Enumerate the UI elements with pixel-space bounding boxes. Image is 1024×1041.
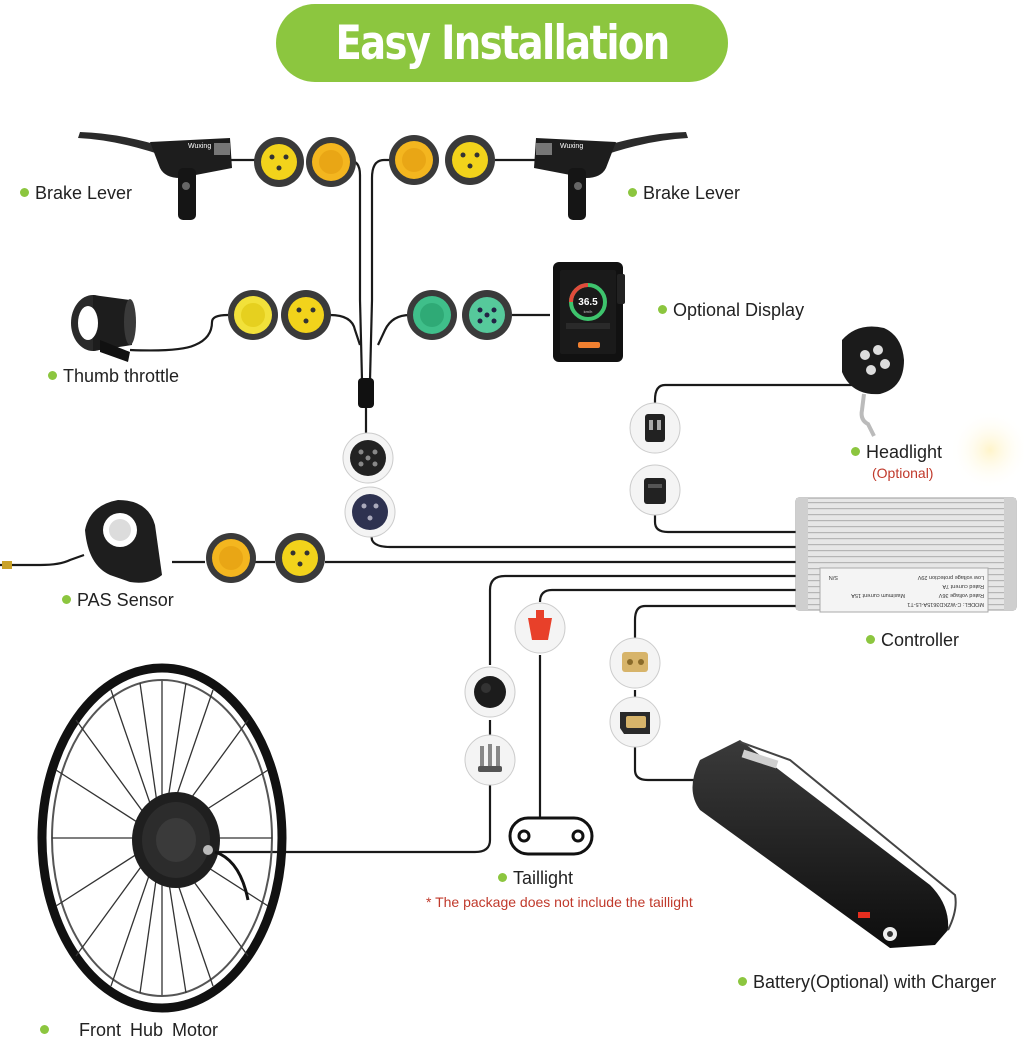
display-speed-unit: km/h	[584, 309, 593, 314]
controller-plate-current: Rated current 7A	[942, 583, 984, 589]
label-headlight: Headlight	[851, 442, 942, 463]
bullet-dot	[738, 976, 747, 986]
battery-illustration	[692, 740, 957, 948]
throttle-connector-male	[281, 290, 331, 340]
lcd-display-illustration: 36.5 km/h	[553, 262, 625, 362]
harness-connector-male	[342, 432, 394, 484]
label-text: PAS Sensor	[77, 590, 174, 610]
pas-connector-male	[275, 533, 325, 583]
bullet-dot	[20, 187, 29, 197]
label-text: Front Hub Motor	[79, 1020, 219, 1040]
display-connector-female	[407, 290, 457, 340]
label-text: Headlight	[866, 442, 943, 462]
controller-plate-voltage: Rated voltage 36V	[938, 592, 984, 598]
bullet-dot	[48, 370, 57, 380]
label-brake-lever-right: Brake Lever	[628, 183, 740, 204]
label-text: Battery(Optional) with Charger	[753, 972, 997, 992]
bullet-dot	[866, 634, 875, 644]
headlight-glow	[950, 410, 1024, 490]
controller-illustration: MODEL: C-WZKD3615A-L5-T1 Rated voltage 3…	[795, 497, 1017, 613]
wires	[0, 158, 858, 854]
harness-junction	[358, 378, 374, 408]
svg-text:Wuxing: Wuxing	[188, 143, 211, 150]
brake-left-connector-female	[306, 137, 356, 187]
display-speed-value: 36.5	[578, 297, 598, 308]
bullet-dot	[851, 446, 860, 456]
front-hub-motor-wheel	[37, 663, 287, 1013]
label-taillight: Taillight	[498, 868, 573, 889]
brake-right-connector-male	[445, 135, 495, 185]
display-connector-male	[462, 290, 512, 340]
controller-plate-max-current: Maximum current 15A	[851, 592, 905, 598]
headlight-illustration	[842, 326, 904, 437]
label-text: Optional Display	[673, 300, 805, 320]
page-title: Easy Installation	[335, 16, 670, 71]
battery-plug-male	[609, 637, 661, 689]
bullet-dot	[658, 304, 667, 314]
bullet-dot	[498, 872, 507, 882]
brake-right-connector-female	[389, 135, 439, 185]
brake-lever-right-illustration: Wuxing	[534, 132, 688, 220]
label-text: Brake Lever	[35, 183, 133, 203]
motor-plug-male	[464, 734, 516, 786]
label-headlight-optional: (Optional)	[872, 465, 934, 481]
pas-connector-female	[206, 533, 256, 583]
bullet-dot	[62, 594, 71, 604]
pas-sensor-illustration	[2, 500, 162, 583]
bullet-dot	[628, 187, 637, 197]
label-brake-lever-left: Brake Lever	[20, 183, 132, 204]
bullet-dot	[40, 1024, 49, 1034]
motor-plug-female	[464, 666, 516, 718]
title-banner: Easy Installation	[276, 4, 728, 82]
label-text: Taillight	[513, 868, 574, 888]
brake-lever-left-illustration: Wuxing	[78, 132, 232, 220]
taillight-footnote: * The package does not include the taill…	[426, 894, 693, 910]
label-text: Brake Lever	[643, 183, 741, 203]
svg-text:Wuxing: Wuxing	[560, 143, 583, 150]
taillight-illustration	[508, 816, 594, 856]
label-front-hub-motor: Front Hub Motor	[40, 1020, 218, 1041]
label-battery: Battery(Optional) with Charger	[738, 972, 996, 993]
controller-plate-model: MODEL: C-WZKD3615A-L5-T1	[907, 601, 984, 607]
thumb-throttle-illustration	[71, 295, 136, 362]
taillight-plug	[514, 602, 566, 654]
label-pas-sensor: PAS Sensor	[62, 590, 174, 611]
controller-plate-sn: S/N	[829, 574, 838, 580]
label-optional-display: Optional Display	[658, 300, 804, 321]
headlight-plug-male	[629, 402, 681, 454]
label-controller: Controller	[866, 630, 959, 651]
headlight-plug-female	[629, 464, 681, 516]
brake-left-connector-male	[254, 137, 304, 187]
harness-connector-female	[344, 486, 396, 538]
controller-plate-low-voltage: Low voltage protection 29V	[917, 574, 984, 580]
battery-plug-female	[609, 696, 661, 748]
label-text: Controller	[881, 630, 960, 650]
label-text: Thumb throttle	[63, 366, 180, 386]
label-thumb-throttle: Thumb throttle	[48, 366, 179, 387]
throttle-connector-female	[228, 290, 278, 340]
